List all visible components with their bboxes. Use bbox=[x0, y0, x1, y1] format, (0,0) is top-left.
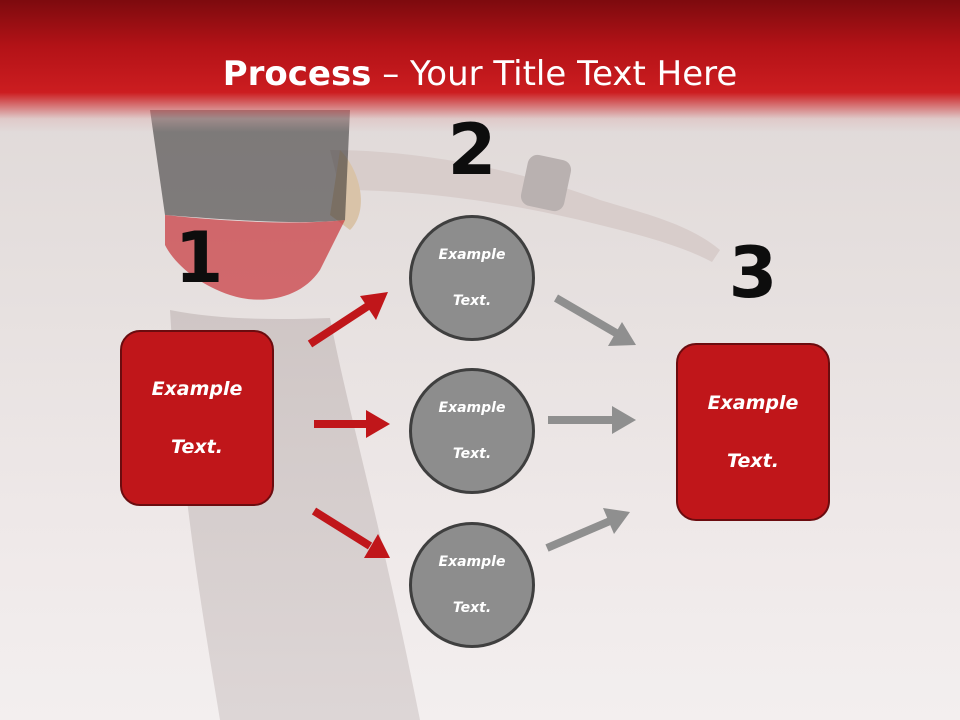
box-text-line1: Example bbox=[151, 377, 243, 400]
circle-text-line1: Example bbox=[438, 399, 506, 416]
arrow-right-icon bbox=[548, 406, 636, 434]
box-text-line1: Example bbox=[707, 391, 799, 414]
arrow-right-icon bbox=[553, 294, 636, 346]
circle-text-line2: Text. bbox=[452, 599, 492, 616]
title-banner bbox=[0, 0, 960, 132]
box-text-line2: Text. bbox=[727, 449, 779, 472]
step-number-1: 1 bbox=[174, 217, 224, 299]
arrow-right-icon bbox=[545, 508, 630, 552]
arrow-right-icon bbox=[307, 292, 388, 348]
title-bold-text: Process bbox=[222, 54, 372, 94]
step-number-2: 2 bbox=[447, 109, 497, 191]
step-number-3: 3 bbox=[728, 232, 778, 314]
circle-text-line1: Example bbox=[438, 246, 506, 263]
slide-title: Process – Your Title Text Here bbox=[0, 52, 960, 96]
arrow-right-icon bbox=[311, 507, 390, 558]
circle-text-line2: Text. bbox=[452, 292, 492, 309]
box-text-line2: Text. bbox=[171, 435, 223, 458]
circle-text-line1: Example bbox=[438, 553, 506, 570]
circle-text-line2: Text. bbox=[452, 445, 492, 462]
arrow-right-icon bbox=[314, 410, 390, 438]
title-regular-text: – Your Title Text Here bbox=[371, 54, 738, 94]
